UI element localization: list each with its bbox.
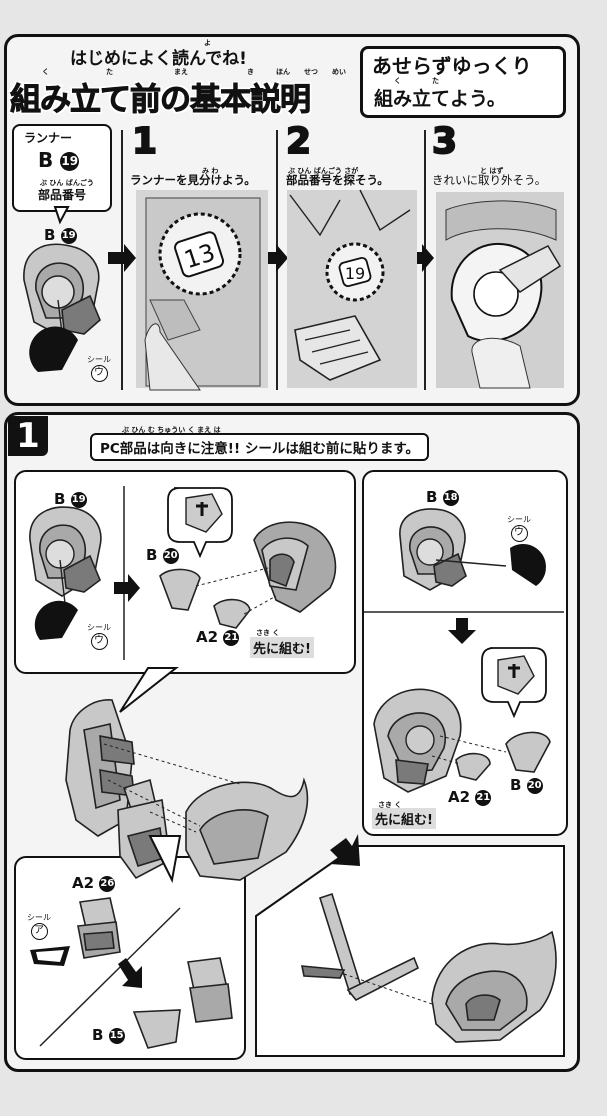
lb-part-a-code: A2 26 <box>72 874 116 892</box>
step-2-number: 2 <box>285 121 312 162</box>
tagline-ruby: よ <box>204 39 211 47</box>
runner-label: ランナー <box>24 131 73 145</box>
section-number-badge: 1 <box>8 416 48 456</box>
lt-part-c-code: A2 21 <box>196 628 240 646</box>
rb-sticker: シール イ <box>266 956 296 984</box>
step-3-ruby: と はず <box>480 167 504 175</box>
runner-number-badge: 19 <box>60 152 80 171</box>
rt-sticker: シール ウ <box>504 514 534 542</box>
lt-part-a-code: B 19 <box>54 490 87 508</box>
rb-part-a-code: B 16 <box>350 928 383 946</box>
lt-note: 先に組む! <box>250 637 314 658</box>
lb-sticker: シール ア <box>24 912 54 940</box>
lt-sticker: シール ウ <box>84 622 114 650</box>
rt-part-a-code: B 18 <box>426 488 459 506</box>
slogan-box <box>360 46 566 118</box>
rt-note-ruby: さき く <box>378 801 402 809</box>
step-1-number: 1 <box>131 121 158 162</box>
page-title: 組み立て前の基本説明 <box>10 82 312 119</box>
rt-note: 先に組む! <box>372 808 436 829</box>
step-2-ruby: ぶ ひん ばんごう さが <box>288 167 359 175</box>
step-1-ruby: み わ <box>202 167 219 175</box>
part-number-label: 部品番号 <box>38 188 87 202</box>
part-number-ruby: ぶ ひん ばんごう <box>40 179 94 187</box>
header-tagline: はじめによく読んでね! <box>70 49 247 69</box>
slogan-ruby-1: く <box>394 77 401 85</box>
helmet-part-illustration <box>23 243 101 351</box>
lt-note-ruby: さき く <box>256 629 280 637</box>
legend-part-code: B 19 <box>44 226 77 244</box>
rt-part-b-code: B 20 <box>510 776 543 794</box>
slogan-line1: あせらずゆっくり <box>372 54 532 78</box>
title-ruby-row: く た まえ き ほん せつ めい <box>42 68 346 76</box>
step-1-text: ランナーを見分けよう。 <box>130 173 256 187</box>
lb-part-b-code: B 15 <box>92 1026 125 1044</box>
banner-ruby: ぶ ひん む ちゅうい く まえ は <box>122 426 221 434</box>
legend-sticker: シール ウ <box>84 354 114 382</box>
runner-tag-19: 19 <box>345 264 365 283</box>
rt-part-c-code: A2 21 <box>448 788 492 806</box>
slogan-ruby-2: た <box>432 77 439 85</box>
step-2-text: 部品番号を探そう。 <box>286 173 389 187</box>
sticker-shape-u <box>29 326 79 372</box>
step-3-number: 3 <box>431 121 458 162</box>
slogan-line2: 組み立てよう。 <box>374 88 506 110</box>
basics-illustrations: 13 19 <box>23 130 564 391</box>
step-3-text: きれいに取り外そう。 <box>432 173 547 187</box>
subpanel-left-bottom <box>14 856 246 1060</box>
section-banner: PC部品は向きに注意!! シールは組む前に貼ります。 <box>90 433 429 461</box>
runner-code: B 19 <box>38 148 80 172</box>
lt-part-b-code: B 20 <box>146 546 179 564</box>
